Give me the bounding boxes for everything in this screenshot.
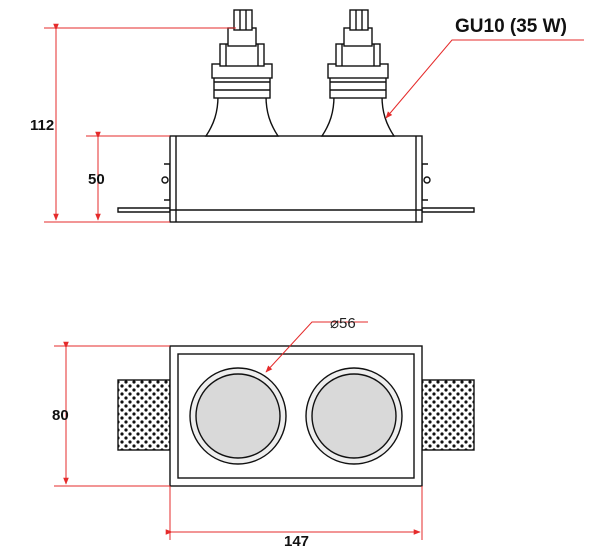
lamp-socket-left [204,9,280,137]
lamp-label: GU10 (35 W) [455,16,567,37]
perforated-flange-right [421,379,475,451]
side-view [117,9,475,223]
lamp-socket-right [320,9,396,137]
perforated-flange-left [117,379,171,451]
dim-label-total-height: 112 [30,117,54,134]
diameter-leader [265,321,368,373]
dim-label-width: 147 [284,533,309,550]
dim-label-diameter: ⌀56 [330,315,356,332]
side-view-dimensions [44,23,584,223]
dim-label-depth: 80 [52,407,69,424]
reflector-left [189,367,287,465]
fixture-body-side [169,135,423,223]
top-view-dimensions [54,321,423,540]
top-view [117,345,475,487]
dim-label-body-height: 50 [88,171,105,188]
lamp-label-leader [385,39,584,119]
reflector-right [305,367,403,465]
